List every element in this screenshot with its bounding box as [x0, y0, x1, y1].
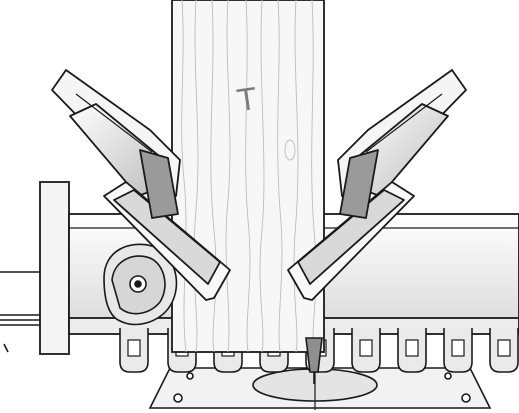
comb-finger-slot: [451, 339, 465, 357]
board-mark-letter: T: [235, 81, 259, 120]
base-plate: [148, 367, 492, 410]
comb-finger-slot: [405, 339, 419, 357]
right-clamp: [287, 69, 467, 301]
comb-finger-slot: [359, 339, 373, 357]
wood-board: [171, 0, 325, 353]
left-clamp: [51, 69, 231, 301]
comb-finger-slot: [127, 339, 141, 357]
cam-lock-knob: [103, 243, 178, 326]
comb-finger-slot: [497, 339, 511, 357]
left-rail-stubs: [0, 271, 40, 353]
router-bit: [305, 337, 323, 384]
